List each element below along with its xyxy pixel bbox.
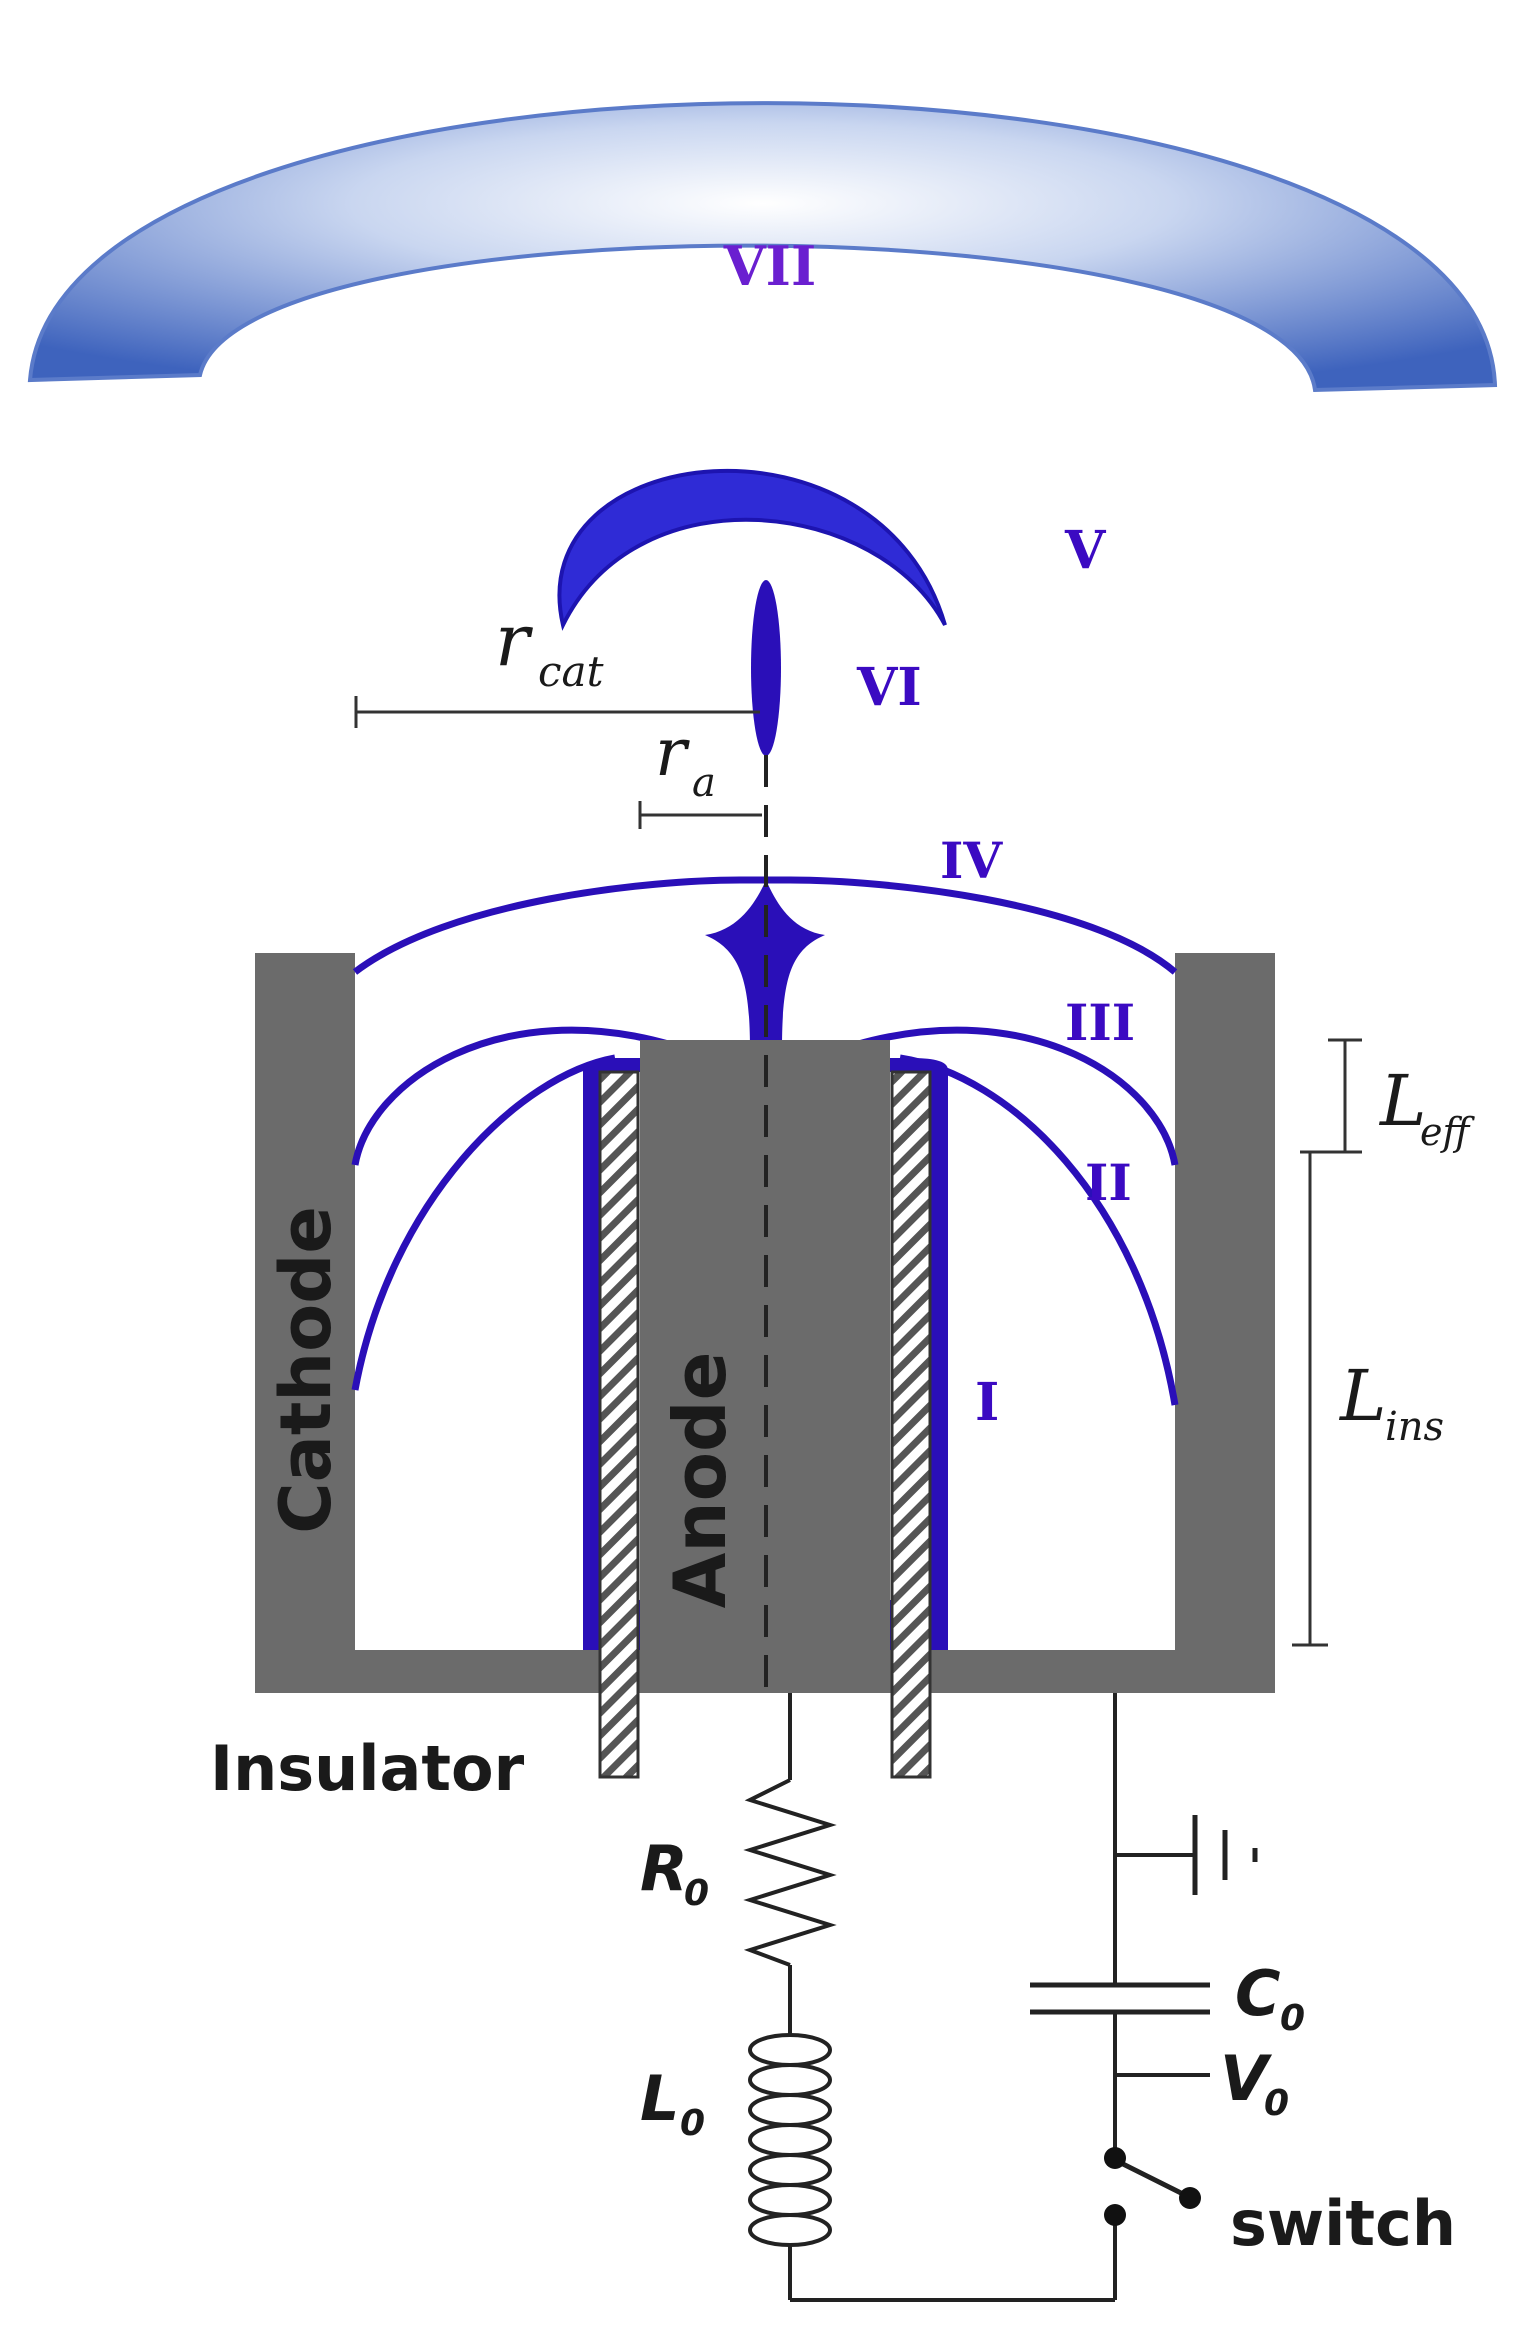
l-ins-dimension (1292, 1152, 1328, 1647)
r-cat-label: r (495, 598, 533, 682)
c0-label: C (1235, 1957, 1281, 2030)
region-iv-label: IV (940, 831, 1003, 890)
cathode-label: Cathode (265, 1206, 347, 1534)
region-vi-pinch (751, 580, 781, 756)
resistor-r0 (743, 1778, 837, 1967)
v0-subscript: 0 (1264, 2083, 1289, 2124)
region-i-label: I (975, 1372, 999, 1433)
l-ins-label: L (1338, 1355, 1386, 1437)
l-eff-dimension (1300, 1038, 1362, 1154)
region-v-label: V (1064, 520, 1107, 581)
c0-subscript: 0 (1280, 1998, 1305, 2039)
switch-label: switch (1230, 2187, 1456, 2260)
l-eff-subscript: eff (1420, 1110, 1475, 1154)
r-a-dimension (638, 801, 762, 829)
region-vii-label: VII (723, 234, 816, 298)
inductor-l0 (748, 2033, 832, 2247)
circuit-wires (743, 1693, 1258, 2302)
region-vii-shell (27, 101, 1498, 393)
region-v-crescent (557, 468, 947, 631)
v0-label: V (1220, 2042, 1273, 2115)
region-iii-label: III (1065, 993, 1135, 1052)
r-cat-dimension (354, 696, 760, 728)
switch-contacts[interactable] (1104, 2147, 1201, 2226)
l-eff-label: L (1378, 1060, 1426, 1142)
anode-label: Anode (658, 1352, 742, 1609)
insulator-sleeve (598, 1070, 932, 1779)
l0-subscript: 0 (680, 2103, 705, 2144)
r-a-label: r (655, 714, 690, 791)
region-vi-label: VI (856, 657, 922, 718)
r-a-subscript: a (692, 760, 716, 806)
r-cat-subscript: cat (538, 647, 604, 696)
r0-subscript: 0 (684, 1873, 709, 1914)
insulator-label: Insulator (210, 1732, 525, 1805)
region-ii-label: II (1085, 1153, 1132, 1212)
l0-label: L (640, 2062, 680, 2135)
l-ins-subscript: ins (1385, 1404, 1444, 1450)
r0-label: R (640, 1832, 688, 1905)
